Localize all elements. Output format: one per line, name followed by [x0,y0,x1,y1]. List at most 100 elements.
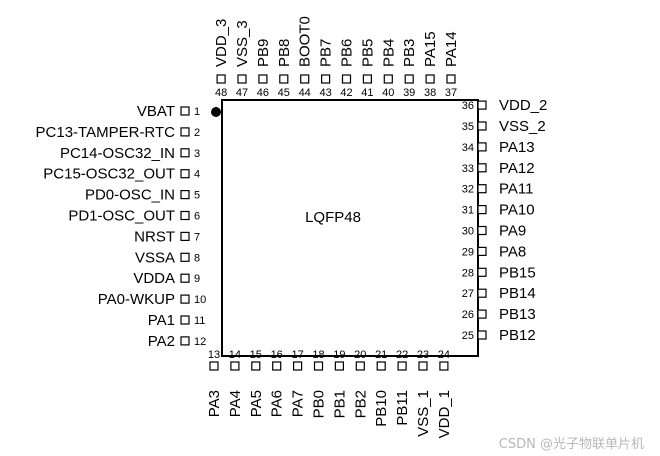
pin-label-21: PB10 [373,390,390,427]
pin-label-2: PC13-TAMPER-RTC [36,124,176,141]
pin-pad-12 [180,336,190,346]
pin-pad-14 [230,361,240,371]
pin-label-6: PD1-OSC_OUT [68,208,175,225]
pin-number-14: 14 [229,349,241,361]
pin-number-11: 11 [194,315,205,327]
pin-number-7: 7 [194,231,200,243]
pin-pad-38 [425,74,435,84]
pin-number-1: 1 [194,106,200,118]
pin-number-30: 30 [462,226,474,238]
pin-label-4: PC15-OSC32_OUT [43,166,175,183]
pin-number-3: 3 [194,148,200,160]
pin-number-41: 41 [361,87,373,99]
pin-label-32: PA11 [499,181,533,198]
pin-pad-8 [180,252,190,262]
pin-number-13: 13 [208,349,220,361]
pin-pad-44 [300,74,310,84]
pin-pad-22 [397,361,407,371]
pin-pad-42 [341,74,352,84]
pin-pad-37 [446,74,456,84]
pin-pad-46 [258,74,268,84]
pin-number-38: 38 [424,87,436,99]
pin-label-20: PB2 [352,390,369,418]
pin-label-9: VDDA [133,270,175,287]
pin-label-18: PB0 [311,390,328,418]
pin-number-31: 31 [462,205,474,217]
pin-pad-17 [293,361,303,371]
pin-label-39: PB3 [401,39,418,67]
pin-label-37: PA14 [443,31,460,67]
pin-label-24: VDD_1 [436,390,453,438]
pin-pad-32 [477,184,487,194]
pin-label-27: PB14 [499,285,536,302]
pin-number-8: 8 [194,252,200,264]
pin-label-17: PA7 [290,390,307,417]
pin-label-10: PA0-WKUP [98,291,175,308]
pin-number-19: 19 [333,349,345,361]
pin-label-26: PB13 [499,306,536,323]
pin-pad-47 [237,74,247,84]
pin-number-17: 17 [291,349,303,361]
pin-label-15: PA5 [248,390,265,417]
pin-pad-30 [477,225,487,236]
pin-label-44: BOOT0 [297,16,314,67]
pin-pad-24 [439,361,449,371]
pin-label-42: PB6 [339,39,356,67]
pin-pad-31 [477,205,487,215]
pin-number-47: 47 [236,87,248,99]
pin-pad-34 [477,142,487,152]
pin-number-21: 21 [375,349,387,361]
pin-number-15: 15 [250,349,262,361]
pin-label-19: PB1 [331,390,348,418]
pin-pad-20 [355,361,365,371]
pin-label-47: VSS_3 [234,20,251,67]
pin-pad-41 [362,74,372,84]
pin-number-23: 23 [417,349,429,361]
pin-pad-13 [209,361,219,371]
pin-label-14: PA4 [227,390,244,417]
pin-label-28: PB15 [499,264,536,281]
pin-label-36: VDD_2 [499,97,547,114]
pin-number-20: 20 [354,349,366,361]
pin-number-36: 36 [462,100,474,112]
pin-number-16: 16 [271,349,283,361]
pin-label-33: PA12 [499,160,535,177]
pin-label-46: PB9 [255,39,272,67]
pin-number-18: 18 [312,349,324,361]
pin-number-27: 27 [462,288,474,300]
pin-label-3: PC14-OSC32_IN [60,145,175,162]
watermark-text: CSDN @光子物联单片机 [499,437,644,452]
pin-pad-19 [334,361,344,371]
pins-layer: 1VBAT2PC13-TAMPER-RTC3PC14-OSC32_IN4PC15… [36,16,548,438]
pin-label-35: VSS_2 [499,118,546,135]
pin-label-8: VSSA [135,249,175,266]
pin-number-46: 46 [257,87,269,99]
pin-number-43: 43 [319,87,331,99]
pin-pad-7 [180,231,190,241]
pin-number-22: 22 [396,349,408,361]
pin-label-7: NRST [134,228,175,245]
pin-label-11: PA1 [148,312,175,329]
pin-pad-1 [180,106,190,116]
pin-pad-27 [477,288,487,298]
pin-label-43: PB7 [318,39,335,67]
pin-label-22: PB11 [394,390,411,426]
pin-label-1: VBAT [137,103,175,120]
pin-number-37: 37 [445,87,457,99]
pin-number-28: 28 [462,267,474,279]
pin-label-41: PB5 [359,39,376,67]
pin-number-6: 6 [194,211,200,223]
pin-pad-4 [180,169,190,179]
pin-label-25: PB12 [499,327,536,344]
pin-pad-21 [376,361,386,371]
pin-label-30: PA9 [499,223,526,240]
pin-label-45: PB8 [276,39,293,67]
pin-number-24: 24 [438,349,450,361]
pin-pad-36 [477,100,487,110]
pin-label-38: PA15 [422,31,439,67]
pin-number-4: 4 [194,169,200,181]
chip-package-name: LQFP48 [305,209,361,226]
pin-number-29: 29 [462,246,474,258]
pin-pad-6 [180,210,190,221]
